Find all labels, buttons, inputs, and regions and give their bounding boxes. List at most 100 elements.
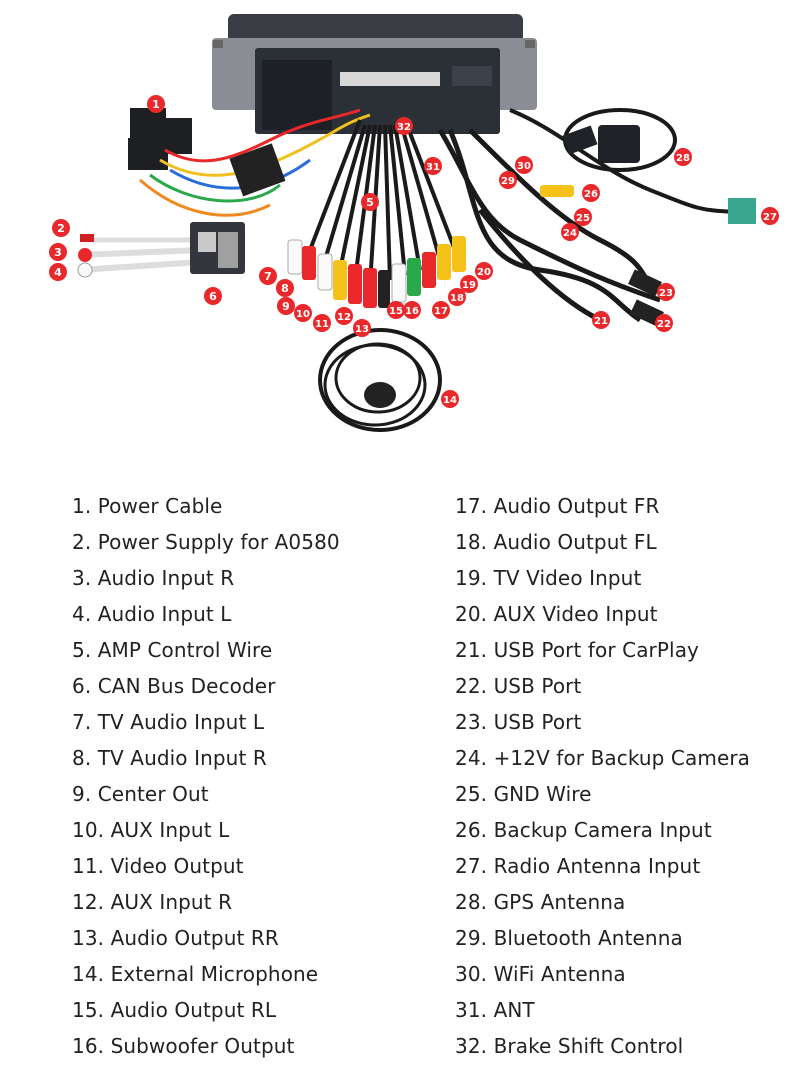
svg-text:4: 4	[54, 266, 62, 279]
usb-cables	[437, 128, 664, 327]
legend-column-right: 17. Audio Output FR 18. Audio Output FL …	[455, 488, 750, 1064]
svg-text:18: 18	[450, 293, 464, 304]
legend-item: 9. Center Out	[72, 782, 209, 806]
wiring-diagram: 1 2 3 4 5 6 7 8 9 10 11 12 13 14 15 16 1…	[49, 14, 779, 432]
svg-text:8: 8	[281, 282, 289, 295]
callout-17: 17	[432, 301, 450, 319]
legend-item: 25. GND Wire	[455, 782, 592, 806]
legend-item: 12. AUX Input R	[72, 890, 233, 914]
power-cable	[128, 108, 371, 217]
legend-item: 5. AMP Control Wire	[72, 638, 273, 662]
legend-item: 1. Power Cable	[72, 494, 223, 518]
legend-item: 28. GPS Antenna	[455, 890, 626, 914]
legend-item: 15. Audio Output RL	[72, 998, 277, 1022]
svg-text:12: 12	[337, 312, 351, 323]
legend-item: 6. CAN Bus Decoder	[72, 674, 276, 698]
legend-item: 32. Brake Shift Control	[455, 1034, 684, 1058]
callout-9: 9	[277, 297, 295, 315]
legend-item: 3. Audio Input R	[72, 566, 235, 590]
svg-text:28: 28	[676, 153, 690, 164]
callout-4: 4	[49, 263, 67, 281]
svg-text:32: 32	[397, 122, 411, 133]
can-bus-decoder	[190, 222, 245, 274]
svg-text:24: 24	[563, 228, 577, 239]
legend-item: 17. Audio Output FR	[455, 494, 660, 518]
svg-text:1: 1	[152, 98, 160, 111]
callout-13: 13	[353, 319, 371, 337]
callout-30: 30	[515, 156, 533, 174]
legend-item: 14. External Microphone	[72, 962, 319, 986]
legend-item: 23. USB Port	[455, 710, 582, 734]
svg-text:30: 30	[517, 161, 531, 172]
svg-text:19: 19	[462, 280, 476, 291]
callout-8: 8	[276, 279, 294, 297]
callout-32: 32	[395, 117, 413, 135]
callout-5: 5	[361, 193, 379, 211]
rca-cable-bundle	[287, 119, 466, 308]
svg-text:31: 31	[426, 162, 440, 173]
callout-14: 14	[441, 390, 459, 408]
callout-31: 31	[424, 157, 442, 175]
callout-20: 20	[475, 262, 493, 280]
legend-item: 8. TV Audio Input R	[72, 746, 267, 770]
legend-item: 29. Bluetooth Antenna	[455, 926, 683, 950]
legend-item: 7. TV Audio Input L	[72, 710, 265, 734]
audio-input-plugs	[77, 234, 201, 278]
legend-item: 31. ANT	[455, 998, 535, 1022]
legend-item: 21. USB Port for CarPlay	[455, 638, 699, 662]
svg-text:11: 11	[315, 319, 329, 330]
svg-text:6: 6	[209, 290, 217, 303]
antenna-cables	[509, 108, 756, 224]
svg-text:29: 29	[501, 176, 515, 187]
legend-item: 2. Power Supply for A0580	[72, 530, 340, 554]
callout-26: 26	[582, 184, 600, 202]
callout-6: 6	[204, 287, 222, 305]
svg-text:25: 25	[576, 213, 590, 224]
callout-12: 12	[335, 307, 353, 325]
svg-text:15: 15	[389, 306, 403, 317]
svg-text:23: 23	[659, 288, 673, 299]
legend-item: 18. Audio Output FL	[455, 530, 657, 554]
svg-text:20: 20	[477, 267, 491, 278]
legend-item: 22. USB Port	[455, 674, 582, 698]
svg-text:9: 9	[282, 300, 290, 313]
legend-item: 13. Audio Output RR	[72, 926, 279, 950]
legend: 1. Power Cable 2. Power Supply for A0580…	[0, 480, 800, 1060]
svg-text:3: 3	[54, 246, 62, 259]
callout-19: 19	[460, 275, 478, 293]
svg-text:26: 26	[584, 189, 598, 200]
legend-item: 16. Subwoofer Output	[72, 1034, 295, 1058]
callout-24: 24	[561, 223, 579, 241]
legend-item: 11. Video Output	[72, 854, 244, 878]
callout-1: 1	[147, 95, 165, 113]
legend-column-left: 1. Power Cable 2. Power Supply for A0580…	[72, 488, 340, 1064]
legend-item: 27. Radio Antenna Input	[455, 854, 701, 878]
svg-text:13: 13	[355, 324, 369, 335]
svg-text:7: 7	[264, 270, 272, 283]
callout-23: 23	[657, 283, 675, 301]
svg-text:16: 16	[405, 306, 419, 317]
callout-29: 29	[499, 171, 517, 189]
callout-27: 27	[761, 207, 779, 225]
callout-11: 11	[313, 314, 331, 332]
callout-22: 22	[655, 314, 673, 332]
legend-item: 4. Audio Input L	[72, 602, 232, 626]
legend-item: 10. AUX Input L	[72, 818, 230, 842]
callout-3: 3	[49, 243, 67, 261]
svg-text:5: 5	[366, 196, 374, 209]
head-unit	[212, 14, 537, 134]
callout-2: 2	[52, 219, 70, 237]
svg-text:27: 27	[763, 212, 777, 223]
callout-28: 28	[674, 148, 692, 166]
legend-item: 26. Backup Camera Input	[455, 818, 712, 842]
svg-text:22: 22	[657, 319, 671, 330]
legend-item: 19. TV Video Input	[455, 566, 642, 590]
svg-text:2: 2	[57, 222, 65, 235]
callout-25: 25	[574, 208, 592, 226]
callout-10: 10	[294, 304, 312, 322]
callout-7: 7	[259, 267, 277, 285]
svg-text:14: 14	[443, 395, 457, 406]
svg-text:10: 10	[296, 309, 310, 320]
callout-18: 18	[448, 288, 466, 306]
svg-text:21: 21	[594, 316, 608, 327]
